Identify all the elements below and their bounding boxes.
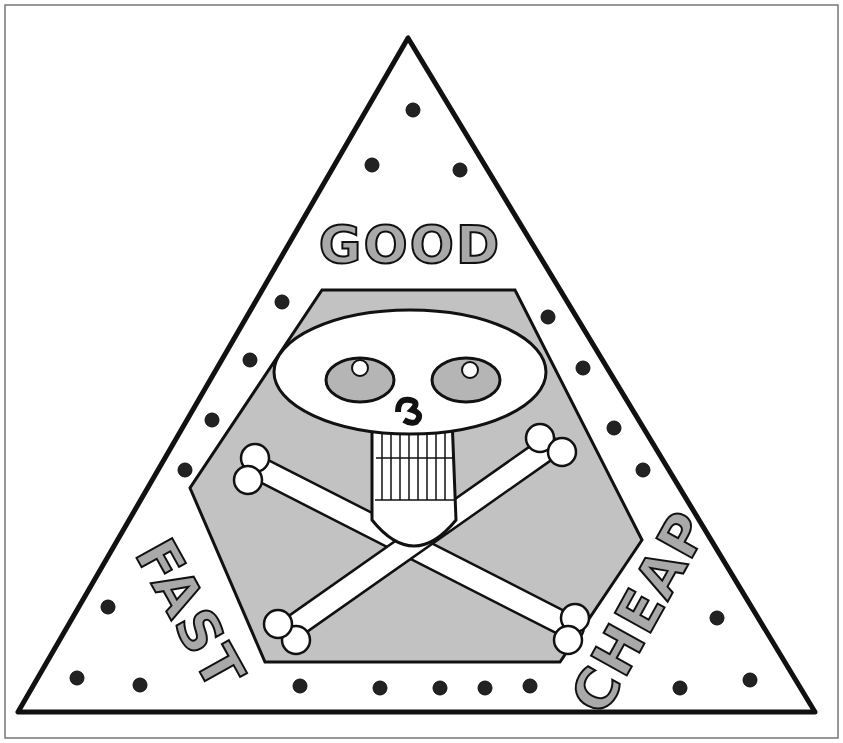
frame — [5, 5, 838, 738]
sign-word: GOOD — [319, 219, 501, 271]
triangle-sign — [18, 38, 815, 712]
hexagon-panel — [190, 290, 642, 662]
skull — [274, 310, 546, 546]
